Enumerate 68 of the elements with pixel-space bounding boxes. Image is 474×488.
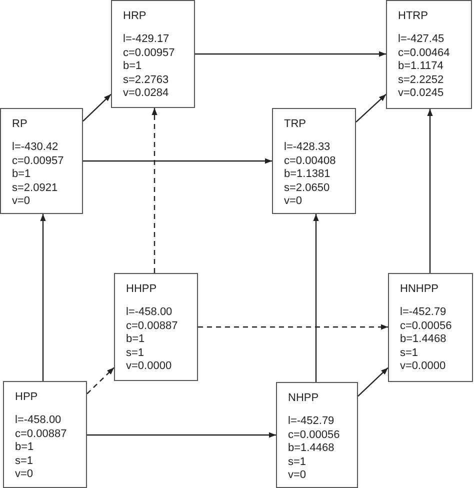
parameter-value: v=0 <box>12 195 32 208</box>
parameter-value: s=1 <box>288 456 308 469</box>
parameter-value: b=1 <box>12 168 32 182</box>
model-name: HPP <box>15 391 39 404</box>
parameter-value: l=-428.33 <box>284 141 332 154</box>
model-box <box>111 0 195 108</box>
model-box <box>3 381 87 488</box>
model-name: HTRP <box>398 10 429 23</box>
parameter-value: l=-452.79 <box>288 415 336 428</box>
parameter-value: s=1 <box>400 346 420 360</box>
arrow <box>82 94 112 122</box>
parameter-value: l=-458.00 <box>126 306 174 320</box>
arrow <box>83 158 272 164</box>
parameter-value: s=2.0921 <box>12 182 59 195</box>
parameter-value: s=1 <box>15 454 34 468</box>
parameter-value: l=-458.00 <box>15 414 62 428</box>
parameter-value: c=0.00887 <box>126 320 179 333</box>
arrow <box>358 367 388 397</box>
parameter-value: l=-430.42 <box>12 141 60 154</box>
arrow <box>86 367 114 394</box>
parameter-value: s=2.2763 <box>123 74 170 87</box>
parameter-value: c=0.00408 <box>284 154 337 168</box>
parameter-value: v=0.0000 <box>400 360 447 374</box>
parameter-value: v=0.0000 <box>126 360 173 374</box>
parameter-value: c=0.00056 <box>400 320 453 333</box>
model-box <box>276 382 358 488</box>
arrow <box>198 324 388 330</box>
parameter-value: b=1.4468 <box>400 333 448 346</box>
model-name: HNHPP <box>400 283 440 296</box>
parameter-value: c=0.00464 <box>398 46 451 60</box>
model-box <box>0 108 83 214</box>
parameter-value: b=1 <box>126 333 146 346</box>
arrow <box>152 108 158 273</box>
model-box <box>272 108 356 214</box>
parameter-value: l=-429.17 <box>123 33 170 46</box>
parameter-value: b=1.4468 <box>288 442 336 456</box>
parameter-value: s=1 <box>126 346 146 360</box>
parameter-value: c=0.00887 <box>15 428 68 441</box>
model-box <box>386 0 472 109</box>
parameter-value: b=1.1381 <box>284 168 332 182</box>
parameter-value: v=0 <box>288 469 308 482</box>
parameter-value: c=0.00957 <box>12 154 65 168</box>
parameter-value: l=-427.45 <box>398 33 446 46</box>
parameter-value: b=1 <box>123 60 143 74</box>
parameter-value: c=0.00056 <box>288 428 341 442</box>
parameter-value: b=1 <box>15 441 35 454</box>
model-name: HHPP <box>126 283 158 296</box>
model-name: NHPP <box>288 392 320 405</box>
model-name: TRP <box>284 118 307 131</box>
arrow <box>356 94 386 123</box>
parameter-value: c=0.00957 <box>123 46 176 60</box>
arrow <box>40 214 46 381</box>
model-name: RP <box>12 118 28 131</box>
parameter-value: v=0 <box>284 195 304 208</box>
arrow <box>313 214 319 382</box>
arrow <box>195 51 386 57</box>
parameter-value: s=2.0650 <box>284 182 331 195</box>
parameter-value: v=0.0245 <box>398 87 445 100</box>
parameter-value: v=0.0284 <box>123 87 170 100</box>
model-box <box>114 273 198 381</box>
parameter-value: s=2.2252 <box>398 74 445 87</box>
parameter-value: v=0 <box>15 468 34 482</box>
arrow <box>87 432 276 438</box>
parameter-value: b=1.1174 <box>398 60 444 74</box>
model-box <box>388 273 473 382</box>
parameter-value: l=-452.79 <box>400 306 448 320</box>
arrow <box>427 109 433 273</box>
model-name: HRP <box>123 10 148 23</box>
